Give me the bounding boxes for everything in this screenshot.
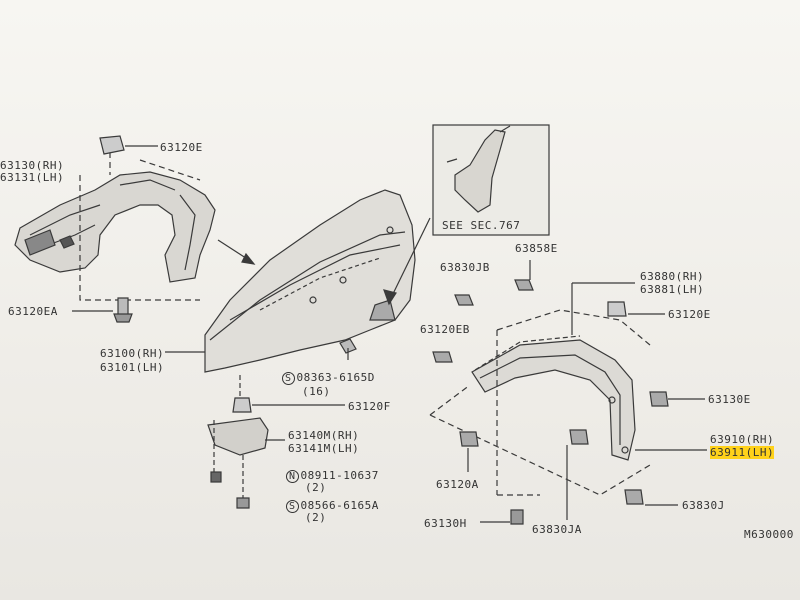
- bracket-63140m: [207, 417, 269, 456]
- screw-63830j: [624, 489, 644, 505]
- splash-guard-63910: [471, 335, 636, 461]
- label-ref-code: M630000: [744, 528, 794, 541]
- label-08363-qty: (16): [302, 385, 331, 398]
- label-08566-qty: (2): [305, 511, 327, 524]
- screw-63830jb: [454, 294, 474, 306]
- label-63130e: 63130E: [708, 393, 751, 406]
- screw-63120ea: [117, 297, 129, 317]
- circle-s-symbol: S: [282, 372, 295, 385]
- label-63830ja: 63830JA: [532, 523, 582, 536]
- label-63911lh: 63911(LH): [710, 446, 775, 459]
- label-63100rh: 63100(RH): [100, 347, 165, 360]
- screw-63130h: [510, 509, 524, 525]
- label-63120e-right: 63120E: [668, 308, 711, 321]
- label-08911-qty: (2): [305, 481, 327, 494]
- front-fender: [204, 189, 416, 373]
- label-63830j: 63830J: [682, 499, 725, 512]
- label-63130rh: 63130(RH): [0, 159, 65, 172]
- label-63101lh: 63101(LH): [100, 361, 165, 374]
- label-63131lh: 63131(LH): [0, 171, 65, 184]
- label-63881lh: 63881(LH): [640, 283, 705, 296]
- highlight-63911: 63911(LH): [710, 446, 775, 459]
- label-63120ea: 63120EA: [8, 305, 58, 318]
- label-08566-code: 08566-6165A: [300, 499, 379, 512]
- label-63141m: 63141M(LH): [288, 442, 360, 455]
- clip-63120eb: [432, 351, 453, 363]
- clip-63830ja: [569, 429, 589, 445]
- label-63880rh: 63880(RH): [640, 270, 705, 283]
- label-63120eb: 63120EB: [420, 323, 470, 336]
- screw-63130e: [649, 391, 669, 407]
- label-63830jb: 63830JB: [440, 261, 490, 274]
- circle-n-symbol: N: [286, 470, 299, 483]
- label-63120f: 63120F: [348, 400, 391, 413]
- label-63910rh: 63910(RH): [710, 433, 775, 446]
- screw-63858e: [514, 279, 534, 291]
- label-08911-code: 08911-10637: [300, 469, 379, 482]
- label-63120e-top: 63120E: [160, 141, 203, 154]
- clip-63120a: [459, 431, 479, 447]
- label-63120a: 63120A: [436, 478, 479, 491]
- clip-63120f: [232, 397, 252, 413]
- circle-s-symbol-2: S: [286, 500, 299, 513]
- label-08363-code: 08363-6165D: [296, 371, 375, 384]
- mudflap-icon: [454, 129, 506, 213]
- label-63130h: 63130H: [424, 517, 467, 530]
- clip-63120e-top: [99, 135, 125, 155]
- label-see-sec: SEE SEC.767: [442, 219, 521, 232]
- label-63858e: 63858E: [515, 242, 558, 255]
- fender-liner-left: [14, 171, 216, 283]
- label-63140m: 63140M(RH): [288, 429, 360, 442]
- clip-63120e-right: [607, 301, 627, 317]
